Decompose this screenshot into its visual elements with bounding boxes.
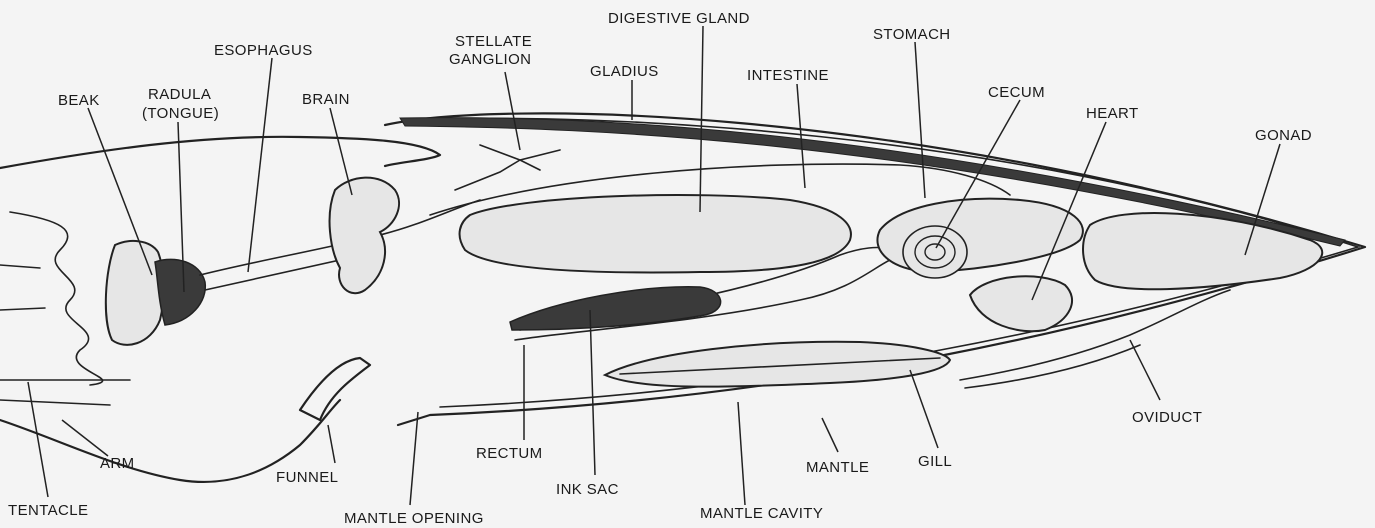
label-rectum: RECTUM: [476, 445, 543, 462]
label-esophagus: ESOPHAGUS: [214, 42, 313, 59]
label-mantle-cavity: MANTLE CAVITY: [700, 505, 823, 522]
label-gill: GILL: [918, 453, 952, 470]
label-stellate-ganglion-line1: STELLATE: [455, 33, 532, 50]
brain-shape: [330, 178, 399, 294]
label-intestine: INTESTINE: [747, 67, 829, 84]
stellate-ganglion-shape: [455, 145, 560, 190]
squid-body: [0, 113, 1365, 482]
label-beak: BEAK: [58, 92, 100, 109]
label-arm: ARM: [100, 455, 135, 472]
label-funnel: FUNNEL: [276, 469, 338, 486]
label-stomach: STOMACH: [873, 26, 951, 43]
label-stellate-ganglion-line2: GANGLION: [449, 51, 531, 68]
label-ink-sac: INK SAC: [556, 481, 619, 498]
label-brain: BRAIN: [302, 91, 350, 108]
heart-shape: [970, 276, 1072, 331]
radula-shape: [155, 259, 205, 325]
cecum-spiral: [903, 226, 967, 278]
label-tentacle: TENTACLE: [8, 502, 88, 519]
label-mantle-opening: MANTLE OPENING: [344, 510, 484, 527]
digestive-gland-shape: [460, 195, 851, 272]
label-mantle: MANTLE: [806, 459, 869, 476]
arm-folds: [10, 212, 103, 385]
label-cecum: CECUM: [988, 84, 1045, 101]
label-heart: HEART: [1086, 105, 1139, 122]
funnel-shape: [300, 358, 370, 420]
label-radula-line2: (TONGUE): [142, 105, 219, 122]
label-oviduct: OVIDUCT: [1132, 409, 1202, 426]
head-upper-outline: [0, 137, 440, 168]
label-digestive-gland: DIGESTIVE GLAND: [608, 10, 750, 27]
label-gonad: GONAD: [1255, 127, 1312, 144]
label-radula-line1: RADULA: [148, 86, 211, 103]
label-gladius: GLADIUS: [590, 63, 659, 80]
gill-shape: [605, 342, 950, 387]
oviduct-tube-2: [965, 345, 1140, 388]
buccal-mass: [106, 241, 164, 345]
ink-sac-shape: [510, 287, 721, 330]
